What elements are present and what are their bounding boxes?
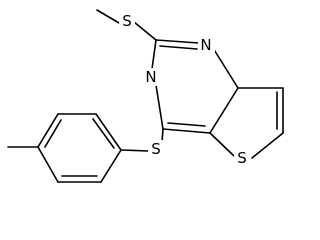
bond-ar3-ar4-inner	[44, 119, 62, 148]
bond-ar4-ar5	[37, 146, 59, 183]
bond-c2-n3	[155, 39, 200, 44]
bond-s-aryl	[120, 149, 149, 152]
bond-c4-n1	[155, 84, 164, 130]
bond-s-c2	[133, 21, 157, 41]
atom-s-thiophene: S	[237, 149, 247, 167]
atom-n-left: N	[145, 68, 156, 86]
bond-ar1-ar2-inner	[92, 118, 115, 149]
bond-c7a-c4	[162, 128, 211, 134]
bond-c2-n3-inner	[159, 45, 198, 50]
bond-methyl-s	[96, 9, 120, 24]
atom-n-top: N	[200, 36, 211, 54]
atom-s-thioether: S	[151, 140, 161, 158]
bond-ar6-ar1	[100, 149, 122, 183]
bond-n1-c2	[151, 39, 157, 70]
bond-ar3-ar4	[37, 113, 59, 148]
bond-s-c7a	[209, 132, 235, 157]
structure-diagram: S N N S S	[7, 9, 284, 183]
atom-s-methylthio: S	[122, 12, 132, 30]
bond-c6-s	[251, 132, 284, 159]
bonds	[7, 9, 284, 183]
atom-labels: S N N S S	[119, 12, 250, 167]
bond-c4-s	[161, 128, 164, 143]
bond-ar1-ar2	[95, 113, 122, 151]
bond-c7a-c4-inner	[167, 122, 206, 127]
bond-n3-c4a	[212, 47, 239, 89]
bond-c4a-c7a	[209, 87, 239, 134]
